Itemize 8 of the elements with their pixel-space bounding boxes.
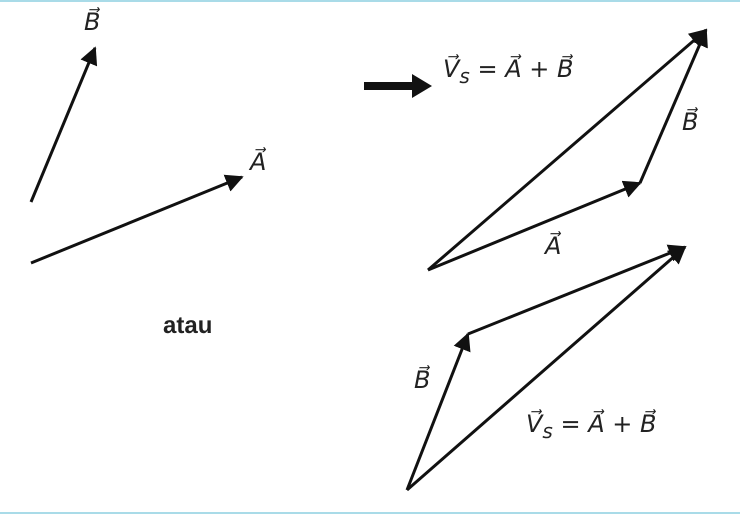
vector-label: B⃗ bbox=[84, 8, 100, 37]
vector-label: B⃗ bbox=[682, 108, 698, 137]
vector-label: A⃗ bbox=[545, 232, 562, 261]
vector-label: B⃗ bbox=[414, 366, 430, 395]
equation: V⃗$_{s}$ = A⃗ + B⃗ bbox=[443, 55, 574, 88]
vector-label: A⃗ bbox=[250, 148, 266, 177]
word-label: atau bbox=[163, 312, 212, 341]
equation: V⃗$_{s}$ = A⃗ + B⃗ bbox=[526, 410, 656, 443]
